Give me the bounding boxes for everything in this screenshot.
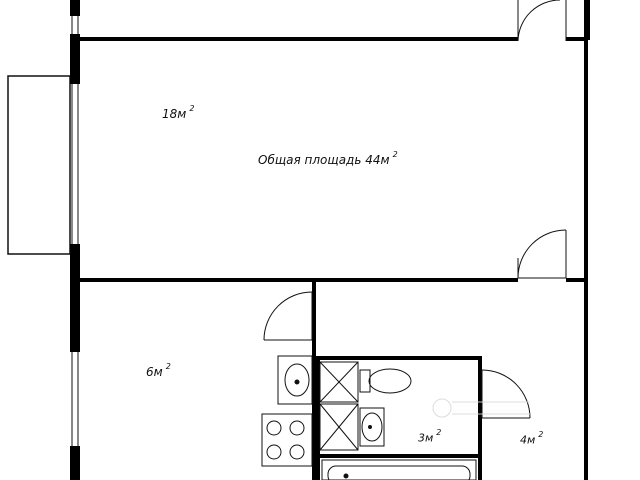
total-area-text: Общая площадь 44м [258,153,390,167]
toilet [359,368,412,394]
room-area-large-value: 18м [162,107,187,121]
bathtub [321,459,477,480]
left-exterior-wall [70,0,80,480]
room-area-hallway-value: 4м [520,433,536,447]
room-area-bathroom-sup: 2 [436,428,442,437]
room-area-bathroom-value: 3м [418,431,434,445]
room-area-large-sup: 2 [189,104,195,113]
right-exterior-wall [584,0,590,480]
room-area-hallway-sup: 2 [538,430,544,439]
room-area-kitchen-sup: 2 [165,362,171,371]
door-top-room [517,0,567,42]
total-area-sup: 2 [392,150,398,159]
balcony-door-window [71,84,79,244]
door-large-room [517,229,567,279]
kitchen-sink [277,355,313,405]
door-bathroom [481,369,531,419]
interior-walls [80,37,586,480]
kitchen-stove [261,413,313,467]
room-area-kitchen-value: 6м [146,365,163,379]
ventilation-shafts [319,361,359,451]
door-kitchen [263,291,313,341]
balcony [7,75,71,255]
window-top-left [71,16,79,34]
bathroom-washbasin [359,407,385,447]
window-kitchen [71,352,79,446]
watermark [432,398,530,418]
